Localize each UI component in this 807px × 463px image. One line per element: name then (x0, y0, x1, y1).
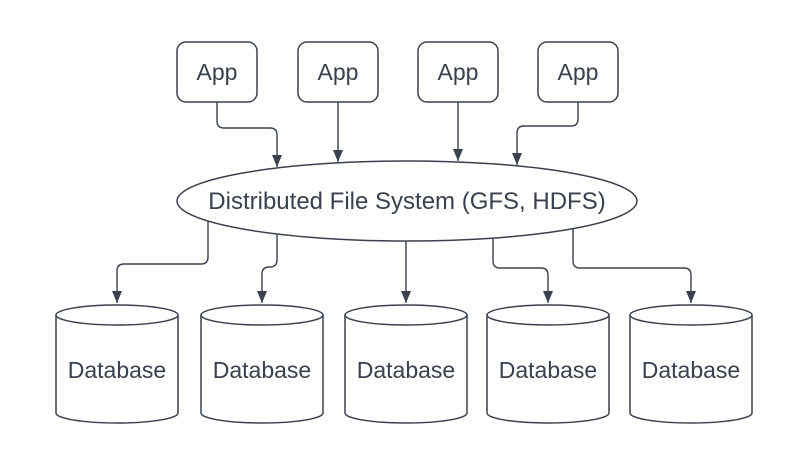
database-node-3-top (344, 304, 468, 326)
database-node-1: Database (55, 304, 179, 424)
database-node-2-top (200, 304, 324, 326)
dfs-node-label: Distributed File System (GFS, HDFS) (208, 188, 605, 215)
app-node-4-box (537, 41, 619, 103)
dfs-node-ellipse (176, 160, 638, 242)
app-node-2-label: App (318, 59, 359, 85)
database-node-1-top (55, 304, 179, 326)
app-node-3-box (417, 41, 499, 103)
edge-dfs-to-db2 (257, 234, 278, 303)
database-node-2-body (200, 315, 324, 424)
database-node-4: Database (486, 304, 610, 424)
edge-app1-to-dfs (216, 102, 282, 167)
app-node-1-box (176, 41, 258, 103)
app-node-1-label: App (197, 59, 238, 85)
edge-dfs-to-db5 (572, 229, 696, 303)
database-node-3-body (344, 315, 468, 424)
database-node-5-body (629, 315, 753, 424)
database-node-4-body (486, 315, 610, 424)
app-node-1: App (176, 41, 258, 103)
dfs-node: Distributed File System (GFS, HDFS) (176, 160, 638, 242)
edge-dfs-to-db1 (112, 221, 209, 303)
edge-dfs-to-db4 (492, 238, 553, 303)
database-node-4-top (486, 304, 610, 326)
database-node-1-body (55, 315, 179, 424)
app-node-3: App (417, 41, 499, 103)
database-node-2: Database (200, 304, 324, 424)
app-node-4: App (537, 41, 619, 103)
database-node-5-top (629, 304, 753, 326)
database-node-3-label: Database (357, 357, 455, 383)
database-node-5: Database (629, 304, 753, 424)
database-node-3: Database (344, 304, 468, 424)
edge-app4-to-dfs (512, 102, 579, 165)
app-node-3-label: App (438, 59, 479, 85)
app-node-2: App (297, 41, 379, 103)
app-node-2-box (297, 41, 379, 103)
database-node-1-label: Database (68, 357, 166, 383)
database-node-2-label: Database (213, 357, 311, 383)
database-node-5-label: Database (642, 357, 740, 383)
database-node-4-label: Database (499, 357, 597, 383)
app-node-4-label: App (558, 59, 599, 85)
